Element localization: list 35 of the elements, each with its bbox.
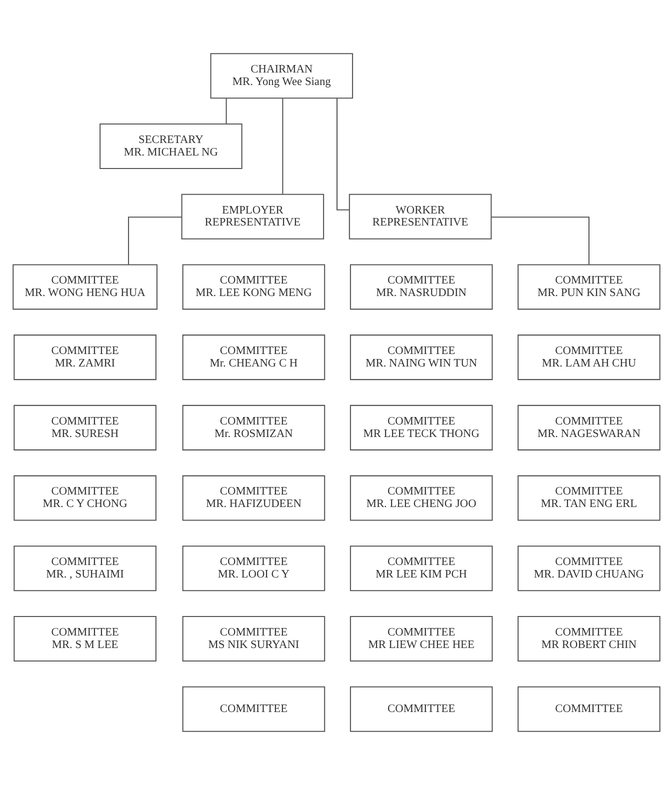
node-box: COMMITTEE xyxy=(349,686,492,732)
node-box: COMMITTEE MR LEE KIM PCH xyxy=(349,546,492,592)
node-box: COMMITTEE MR. NAGESWARAN xyxy=(517,404,660,450)
node-box: COMMITTEE MR. LOOI C Y xyxy=(182,546,325,592)
node-box: COMMITTEE MR. SURESH xyxy=(13,404,156,450)
node-box: COMMITTEE MR. S M LEE xyxy=(13,616,156,662)
node-box: COMMITTEE xyxy=(517,686,660,732)
connector xyxy=(128,216,182,264)
node-box: COMMITTEE MR ROBERT CHIN xyxy=(517,616,660,662)
node-box: COMMITTEE MR. , SUHAIMI xyxy=(13,546,156,592)
node-box: COMMITTEE Mr. CHEANG C H xyxy=(182,334,325,380)
node-box: COMMITTEE MR. LEE CHENG JOO xyxy=(349,475,492,521)
node-box: COMMITTEE MR. TAN ENG ERL xyxy=(517,475,660,521)
node-box: COMMITTEE MR. HAFIZUDEEN xyxy=(182,475,325,521)
node-box: COMMITTEE MR LIEW CHEE HEE xyxy=(349,616,492,662)
node-box: COMMITTEE MR. LEE KONG MENG xyxy=(182,264,325,310)
node-box: COMMITTEE Mr. ROSMIZAN xyxy=(182,404,325,450)
node-box: COMMITTEE MR. DAVID CHUANG xyxy=(517,546,660,592)
node-box: COMMITTEE MR LEE TECK THONG xyxy=(349,404,492,450)
node-box: COMMITTEE MR. PUN KIN SANG xyxy=(517,264,660,310)
node-box: EMPLOYER REPRESENTATIVE xyxy=(180,194,324,240)
node-box: COMMITTEE xyxy=(182,686,325,732)
node-box: COMMITTEE MR. WONG HENG HUA xyxy=(12,264,157,310)
node-box: COMMITTEE MR. C Y CHONG xyxy=(13,475,156,521)
connector xyxy=(282,98,283,194)
node-box: COMMITTEE MR. LAM AH CHU xyxy=(517,334,660,380)
connector xyxy=(490,216,589,264)
node-box: COMMITTEE MS NIK SURYANI xyxy=(182,616,325,662)
node-box: COMMITTEE MR. ZAMRI xyxy=(13,334,156,380)
connector xyxy=(225,98,226,124)
node-box: CHAIRMAN MR. Yong Wee Siang xyxy=(210,53,353,99)
node-box: COMMITTEE MR. NASRUDDIN xyxy=(349,264,492,310)
node-box: SECRETARY MR. MICHAEL NG xyxy=(99,123,242,169)
node-box: COMMITTEE MR. NAING WIN TUN xyxy=(349,334,492,380)
node-box: WORKER REPRESENTATIVE xyxy=(348,194,492,240)
